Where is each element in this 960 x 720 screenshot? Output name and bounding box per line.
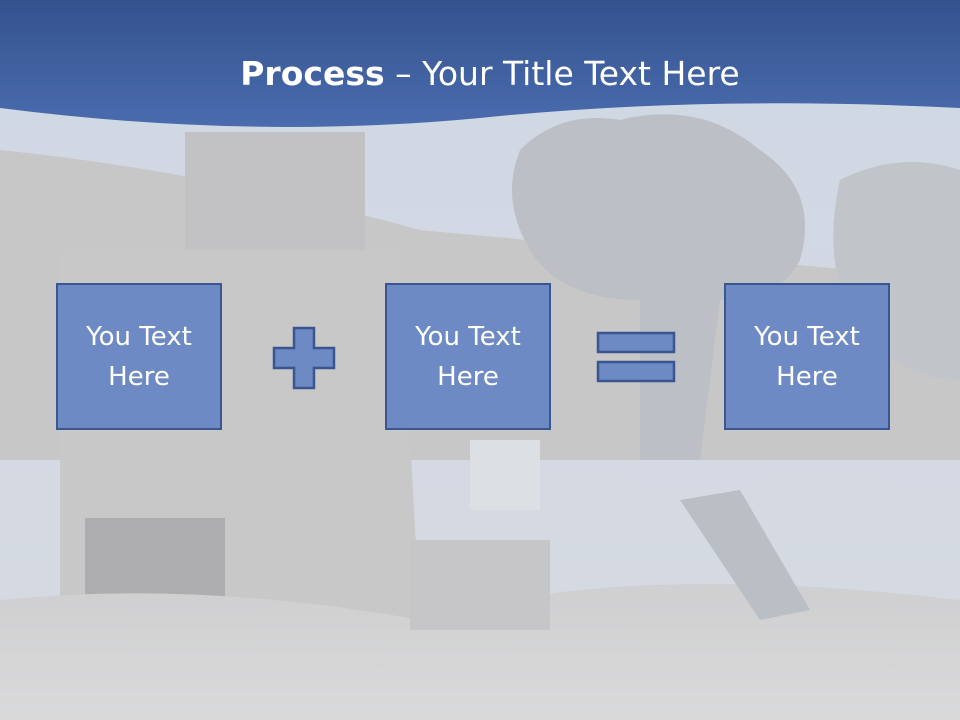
title-bold: Process <box>240 54 385 93</box>
text-box-3-label: You Text Here <box>754 321 860 392</box>
text-box-1-label: You Text Here <box>86 321 192 392</box>
slide-title: Process – Your Title Text Here <box>0 52 960 96</box>
text-box-1[interactable]: You Text Here <box>56 283 222 430</box>
equals-icon <box>596 331 676 383</box>
text-box-2-label: You Text Here <box>415 321 521 392</box>
text-box-2[interactable]: You Text Here <box>385 283 551 430</box>
text-box-3[interactable]: You Text Here <box>724 283 890 430</box>
plus-icon <box>272 326 336 390</box>
title-rest: – Your Title Text Here <box>384 54 740 93</box>
header-wave <box>0 0 960 127</box>
